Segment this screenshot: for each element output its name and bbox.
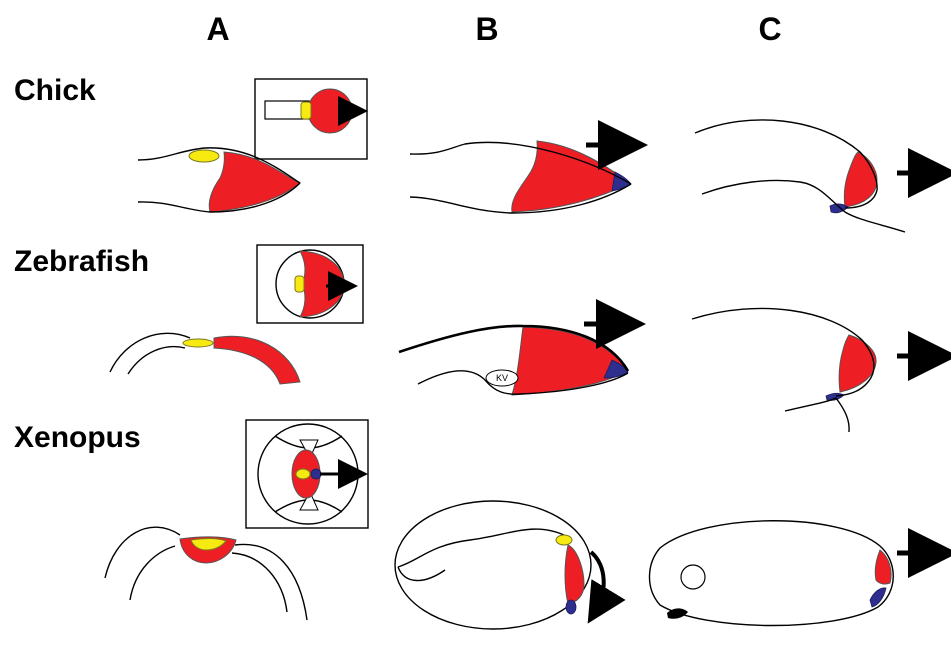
zebrafish-c-red-region xyxy=(839,335,876,392)
zebrafish-a-yellow-node xyxy=(183,339,213,347)
zebrafish-b-red-region xyxy=(512,327,628,395)
xenopus-stage-b xyxy=(395,501,604,629)
xenopus-b-outline xyxy=(395,501,591,629)
xenopus-c-blue-spot xyxy=(870,588,886,607)
chick-stage-c xyxy=(695,120,938,232)
zebrafish-stage-c xyxy=(692,308,938,432)
chick-stage-b xyxy=(410,141,631,213)
xenopus-c-circle xyxy=(681,565,705,589)
xenopus-stage-a xyxy=(105,420,368,620)
row-label-xenopus: Xenopus xyxy=(14,421,141,454)
column-label-c: C xyxy=(758,11,781,47)
xenopus-stage-c xyxy=(649,521,938,626)
zebrafish-c-tail xyxy=(785,398,849,432)
kv-label: KV xyxy=(496,373,508,383)
zebrafish-a-inner-left xyxy=(128,347,185,374)
column-label-b: B xyxy=(475,11,498,47)
xenopus-a-inner-left xyxy=(130,546,175,600)
row-label-zebrafish: Zebrafish xyxy=(14,245,149,278)
row-label-chick: Chick xyxy=(14,74,96,107)
column-label-a: A xyxy=(206,11,229,47)
xenopus-a-inner-right xyxy=(232,553,287,612)
zebrafish-c-blue-spot xyxy=(826,393,844,400)
chick-inset-yellow-node xyxy=(301,102,311,119)
xenopus-inset-yellow-node xyxy=(296,469,310,479)
curved-arrow-icon xyxy=(591,552,604,610)
xenopus-b-yellow-node xyxy=(556,535,572,545)
xenopus-c-red-region xyxy=(875,550,891,584)
chick-b-red-region xyxy=(512,141,630,212)
chick-red-region xyxy=(209,152,300,212)
zebrafish-a-red-region xyxy=(214,336,300,384)
zebrafish-inset-yellow-node xyxy=(295,276,304,292)
xenopus-b-blue-spot xyxy=(566,600,576,614)
chick-stage-a xyxy=(138,79,367,212)
zebrafish-stage-b: KV xyxy=(399,324,628,395)
chick-yellow-node xyxy=(189,150,219,162)
xenopus-inset-blue-dot xyxy=(311,469,321,479)
